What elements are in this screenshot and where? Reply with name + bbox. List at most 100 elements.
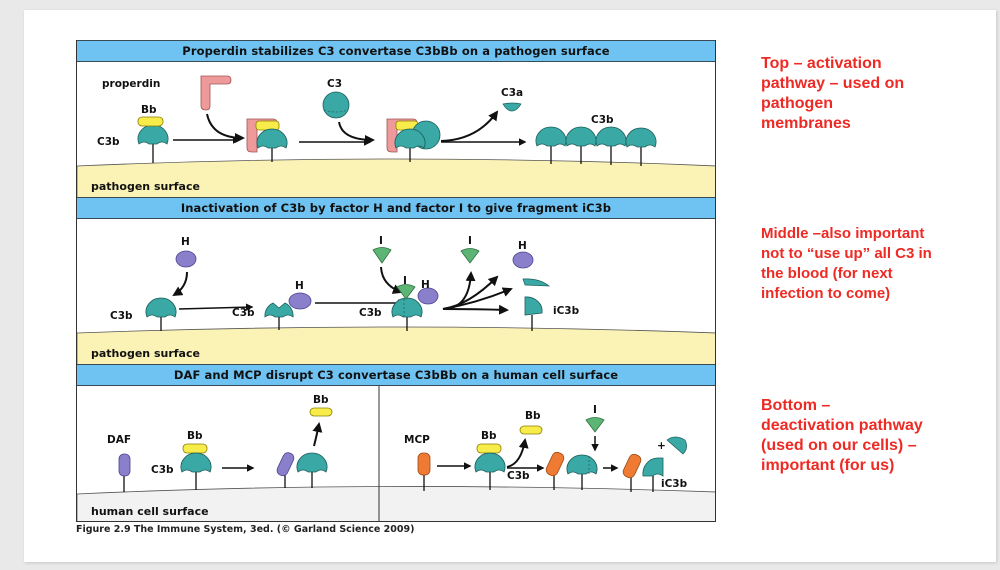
note-line: infection to come): [761, 285, 891, 302]
figure-caption: Figure 2.9 The Immune System, 3ed. (© Ga…: [76, 524, 415, 535]
panel-title: Properdin stabilizes C3 convertase C3bBb…: [77, 40, 715, 62]
arrow: [178, 303, 254, 311]
mcp-molecule: [545, 451, 565, 477]
factor-h-molecule: [512, 251, 534, 269]
label-h: H: [518, 240, 527, 252]
c3a-fragment: [502, 102, 522, 112]
ic3b-molecule: [642, 457, 664, 492]
pathogen-surface: [77, 158, 715, 198]
label-c3b-right: C3b: [591, 114, 614, 126]
note-middle: Middle –also important not to “use up” a…: [761, 224, 986, 304]
label-c3b: C3b: [151, 464, 174, 476]
bb-fragment: [519, 425, 543, 435]
label-c3b: C3b: [507, 470, 530, 482]
c3b-molecule: [625, 127, 657, 166]
c3b-molecule: [595, 126, 627, 165]
factor-i-molecule: [585, 417, 605, 433]
label-bb: Bb: [525, 410, 541, 422]
daf-molecule: [276, 452, 295, 477]
label-properdin: properdin: [102, 78, 161, 90]
c3b-molecule: [535, 126, 567, 164]
c3b-molecule: [565, 126, 597, 164]
label-c3b: C3b: [97, 136, 120, 148]
label-c3b: C3b: [232, 307, 255, 319]
bb-fragment: [255, 120, 280, 131]
panel-title: Inactivation of C3b by factor H and fact…: [77, 197, 715, 219]
c3b-molecule: [256, 128, 288, 162]
factor-i-molecule: [460, 248, 480, 264]
note-line: membranes: [761, 115, 851, 132]
arrow: [442, 287, 513, 310]
arrow: [506, 438, 529, 468]
label-c3: C3: [327, 78, 343, 90]
ic3b-molecule: [524, 296, 543, 331]
label-bb: Bb: [481, 430, 497, 442]
daf-molecule: [118, 453, 131, 477]
bb-fragment: [309, 407, 333, 417]
note-line: pathway – used on: [761, 75, 905, 92]
note-line: pathogen: [761, 95, 833, 112]
label-c3a: C3a: [501, 87, 524, 99]
panel-inactivation-drawing: [77, 247, 715, 365]
label-i: I: [379, 235, 383, 247]
note-line: Middle –also important: [761, 225, 925, 242]
note-line: important (for us): [761, 457, 895, 474]
note-line: deactivation pathway: [761, 417, 923, 434]
label-mcp: MCP: [404, 434, 430, 446]
complement-figure: Properdin stabilizes C3 convertase C3bBb…: [76, 40, 716, 522]
c3b-molecule: [264, 302, 294, 330]
c3b-molecule: [296, 452, 328, 488]
pathogen-surface: [77, 326, 715, 365]
arrow: [440, 110, 499, 142]
label-daf: DAF: [107, 434, 132, 446]
factor-i-molecule: [396, 284, 416, 300]
panel-title: DAF and MCP disrupt C3 convertase C3bBb …: [77, 364, 715, 386]
label-h: H: [421, 279, 430, 291]
label-i: I: [593, 404, 597, 416]
bb-fragment: [137, 116, 164, 127]
label-h: H: [181, 236, 190, 248]
arrow: [172, 271, 188, 297]
label-c3b: C3b: [359, 307, 382, 319]
label-i: I: [468, 235, 472, 247]
label-bb: Bb: [313, 394, 329, 406]
surface-label: human cell surface: [91, 505, 209, 518]
panel-daf-mcp: DAF and MCP disrupt C3 convertase C3bBb …: [76, 364, 716, 522]
c3-fragment: [666, 436, 687, 455]
properdin-molecule: [200, 75, 232, 111]
label-i: I: [403, 275, 407, 287]
label-bb: Bb: [141, 104, 157, 116]
c3b-molecule: [566, 454, 598, 490]
label-ic3b: iC3b: [553, 305, 580, 317]
c3b-molecule: [474, 452, 506, 490]
label-plus: +: [657, 440, 666, 452]
factor-h-molecule: [175, 250, 197, 268]
note-line: Top – activation: [761, 55, 882, 72]
arrow: [312, 422, 323, 447]
label-bb: Bb: [187, 430, 203, 442]
panel-inactivation: Inactivation of C3b by factor H and fact…: [76, 197, 716, 365]
arrow: [338, 121, 375, 145]
mcp-molecule: [417, 452, 431, 476]
c3b-molecule: [145, 297, 177, 331]
c3b-molecule: [391, 297, 423, 331]
c3-molecule: [322, 91, 350, 119]
arrow: [380, 266, 403, 294]
surface-label: pathogen surface: [91, 180, 200, 193]
note-line: (used on our cells) –: [761, 437, 917, 454]
panel-daf-mcp-drawing: [77, 386, 715, 521]
label-ic3b: iC3b: [661, 478, 688, 490]
factor-h-molecule: [288, 292, 312, 310]
note-bottom: Bottom – deactivation pathway (used on o…: [761, 396, 986, 476]
bb-fragment: [476, 443, 502, 454]
c3b-molecule: [394, 128, 426, 162]
arrow: [442, 304, 509, 315]
arrow: [206, 113, 245, 143]
factor-h-molecule: [417, 287, 439, 305]
label-c3b: C3b: [110, 310, 133, 322]
c3-fragment: [522, 278, 551, 287]
label-h: H: [295, 280, 304, 292]
note-line: not to “use up” all C3 in: [761, 245, 932, 262]
note-line: the blood (for next: [761, 265, 893, 282]
mcp-molecule: [622, 453, 642, 479]
